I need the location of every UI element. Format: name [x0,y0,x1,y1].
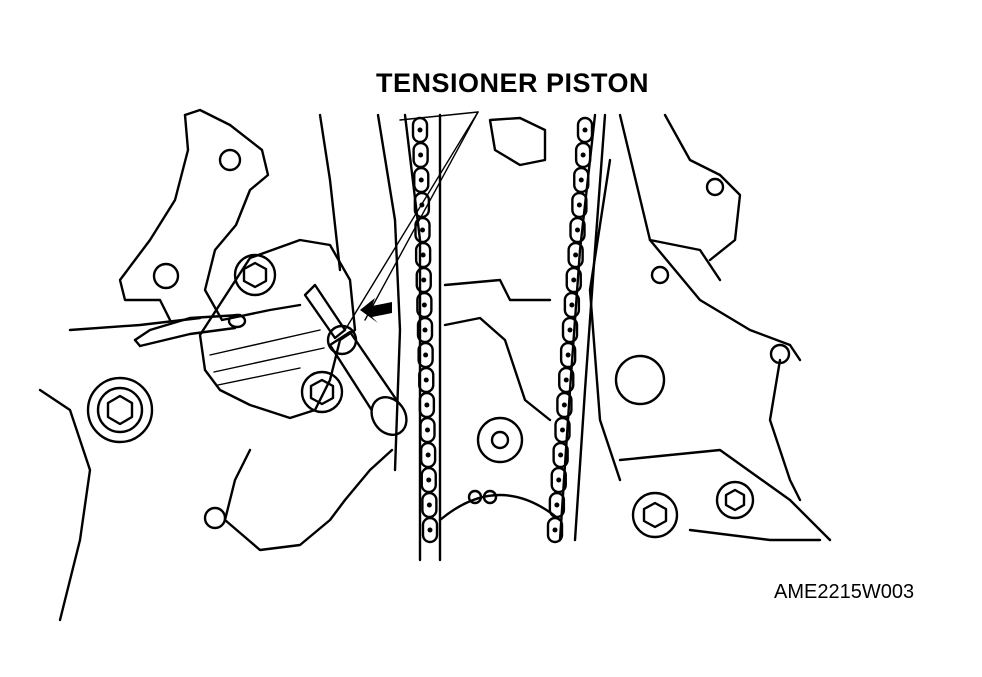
center-block [438,116,562,522]
chain-pin [561,402,567,408]
chain-pin [423,377,429,383]
chain-pin [423,352,429,358]
chain-pin [575,227,580,233]
chain-pin [420,252,426,258]
chain-pin [563,377,569,383]
chain-pin [422,327,428,333]
chain-pin [565,352,571,358]
chain-pin [552,527,558,533]
chain-pin [571,277,577,283]
chain-pin [580,152,586,158]
chain-pin [418,152,424,158]
chain-pin [419,202,425,208]
chain-pin [420,227,425,233]
chain-pin [427,527,433,533]
chain-pin [573,252,579,258]
tensioner-body [198,238,357,420]
chain-link [421,516,439,544]
chain-pin [556,477,562,483]
chain-link [546,516,564,544]
timing-chain [318,113,607,562]
chain-pin [417,127,423,133]
right-housing-outline [588,113,832,542]
chain-pin [569,302,575,308]
chain-pin [582,127,588,133]
chain-pin [426,477,432,483]
chain-pin [421,302,427,308]
chain-pin [554,502,560,508]
chain-pin [421,277,427,283]
chain-pin [426,502,432,508]
retaining-pin [133,313,247,348]
chain-pin [567,327,573,333]
chain-pin [576,202,582,208]
left-bolt [86,376,154,444]
chain-pin [424,402,430,408]
chain-pin [425,427,430,433]
callout-leader-lines [344,111,479,331]
direction-arrow-icon [360,298,392,323]
left-housing-outline [38,108,394,622]
chain-pin [578,177,584,183]
figure-code: AME2215W003 [774,581,915,603]
chain-pin [425,452,431,458]
chain-pin [558,452,564,458]
chain-pin [418,177,424,183]
tensioner-piston-label: TENSIONER PISTON [376,68,650,98]
chain-pin [560,427,565,433]
